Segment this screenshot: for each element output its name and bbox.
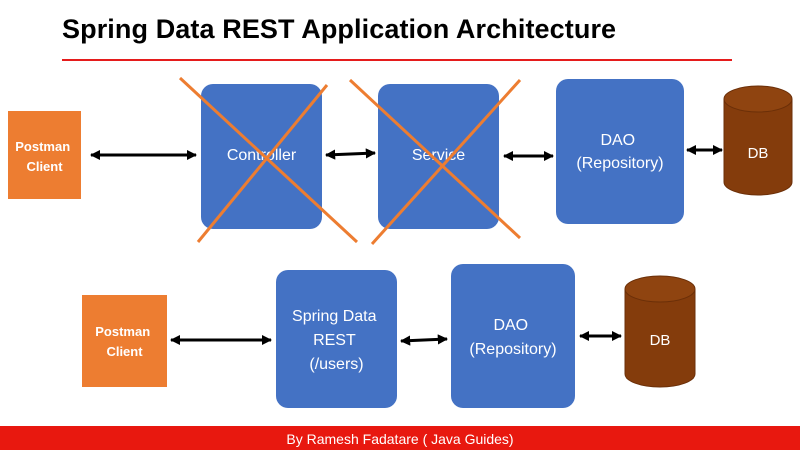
- postman-client-2-label-line1: Postman: [95, 324, 150, 339]
- title-underline: [62, 59, 732, 61]
- spring-data-rest-label-line3: (/users): [309, 356, 363, 373]
- dao-label-line2: (Repository): [576, 155, 663, 172]
- db-cylinder-2: [624, 275, 696, 388]
- controller-box: [201, 84, 322, 229]
- service-cross-out: [348, 78, 522, 246]
- dao-label-line1: DAO: [600, 132, 635, 149]
- svg-text:Postman Client: Postman Client: [95, 324, 154, 359]
- spring-data-rest-label-line2: REST: [313, 332, 356, 349]
- footer-banner: By Ramesh Fadatare ( Java Guides): [0, 426, 800, 450]
- postman-client-label-line2: Client: [26, 159, 63, 174]
- postman-client-label-line1: Postman: [15, 139, 70, 154]
- spring-data-rest-label-line1: Spring Data: [292, 308, 377, 325]
- dao-repository-box-2: [451, 264, 575, 408]
- spring-data-rest-box: [276, 270, 397, 408]
- dao-2-label-line1: DAO: [493, 317, 528, 334]
- architecture-diagram: Postman Client Controller Service DAO (R…: [8, 76, 793, 408]
- db-label: DB: [748, 145, 769, 162]
- svg-text:DAO (Repository): DAO (Repository): [576, 132, 663, 172]
- traditional-row: Postman Client Controller Service DAO (R…: [8, 76, 793, 246]
- service-box: [378, 84, 499, 229]
- db-2-label: DB: [650, 332, 671, 349]
- dao-2-label-line2: (Repository): [469, 341, 556, 358]
- db-cylinder: [723, 85, 793, 196]
- postman-client-box: [8, 111, 81, 199]
- postman-client-box-2: [82, 295, 167, 387]
- spring-data-rest-row: Postman Client Spring Data REST (/users)…: [82, 264, 696, 408]
- dao-repository-box: [556, 79, 684, 224]
- arrow-rest-dao: [399, 334, 449, 346]
- svg-text:DAO (Repository): DAO (Repository): [469, 317, 556, 358]
- controller-cross-out: [178, 76, 359, 244]
- svg-text:Postman Client: Postman Client: [15, 139, 74, 174]
- postman-client-2-label-line2: Client: [106, 344, 143, 359]
- svg-text:Spring Data REST (: Spring Data REST (/users): [292, 308, 381, 373]
- arrow-controller-service: [324, 148, 377, 160]
- page-title: Spring Data REST Application Architectur…: [62, 14, 617, 44]
